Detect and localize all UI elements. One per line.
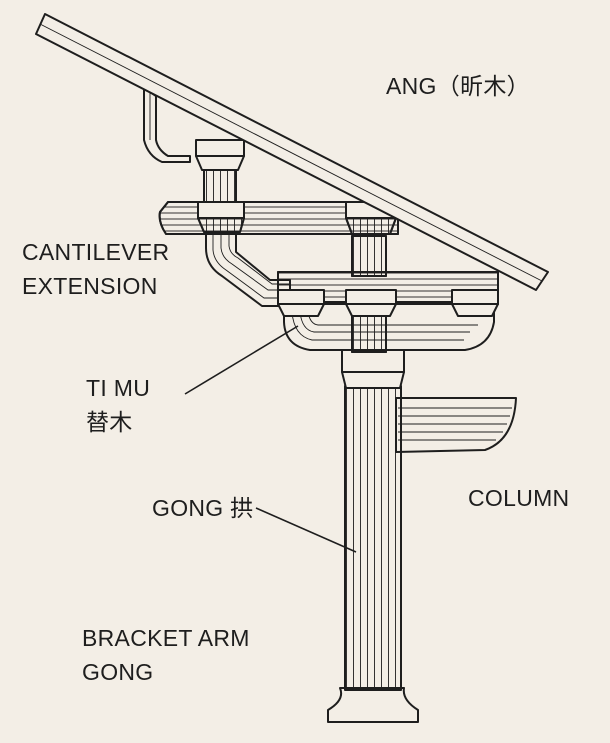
ti-mu-leader [184,325,299,395]
label-ti-mu-line1: TI MU [86,375,151,401]
label-cantilever-line1: CANTILEVER [22,239,170,265]
purlin-block [143,87,191,163]
dou-block-lower-3 [451,289,499,317]
top-bracket-block [195,139,245,171]
leader-lines [184,325,357,553]
label-gong: GONG 拱 [152,495,254,521]
label-column: COLUMN [468,485,570,511]
lower-bracket-arm [395,397,517,453]
label-ang: ANG（昕木） [386,73,530,99]
middle-strut [351,235,387,277]
upper-strut [203,167,237,207]
dou-block-lower-1 [277,289,325,317]
ang-beam [35,13,549,291]
label-bracket-line1: BRACKET ARM [82,625,250,651]
label-cantilever-line2: EXTENSION [22,273,158,299]
gong-leader [255,507,357,553]
label-ti-mu-line2: 替木 [86,409,133,435]
dou-block-left-mid [197,201,245,233]
column [327,349,419,723]
label-bracket-line2: GONG [82,659,154,685]
dou-block-lower-2 [345,289,397,317]
cantilever-extension [205,231,291,307]
